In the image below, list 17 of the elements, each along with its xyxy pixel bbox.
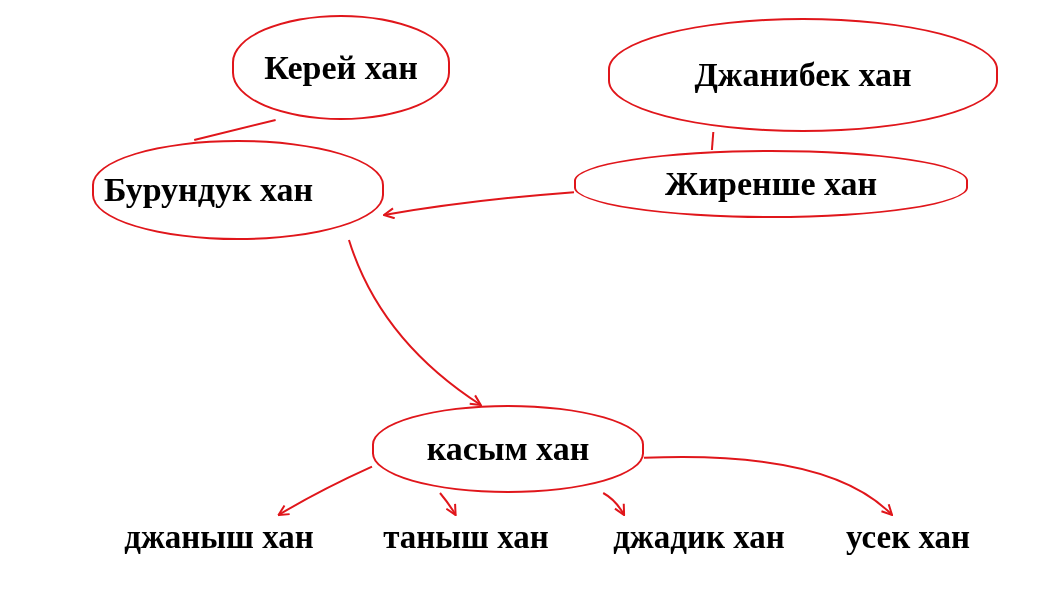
node-label: Бурундук хан — [104, 171, 314, 209]
node-label: Керей хан — [264, 48, 418, 87]
arrow — [347, 239, 482, 406]
name-label: джаныш хан — [100, 515, 338, 559]
arrow — [277, 465, 373, 516]
name-label: таныш хан — [362, 515, 570, 559]
arrow — [383, 191, 575, 220]
node-label: касым хан — [426, 430, 590, 468]
name-label: усек хан — [828, 515, 988, 559]
connector-line — [710, 131, 715, 151]
connector-line — [193, 119, 277, 141]
arrow — [602, 492, 626, 516]
node-label: Джанибек хан — [694, 56, 912, 94]
arrow — [439, 492, 457, 516]
node-label: Жиренше хан — [664, 165, 878, 203]
arrow — [643, 456, 893, 516]
name-label: джадик хан — [592, 515, 806, 559]
